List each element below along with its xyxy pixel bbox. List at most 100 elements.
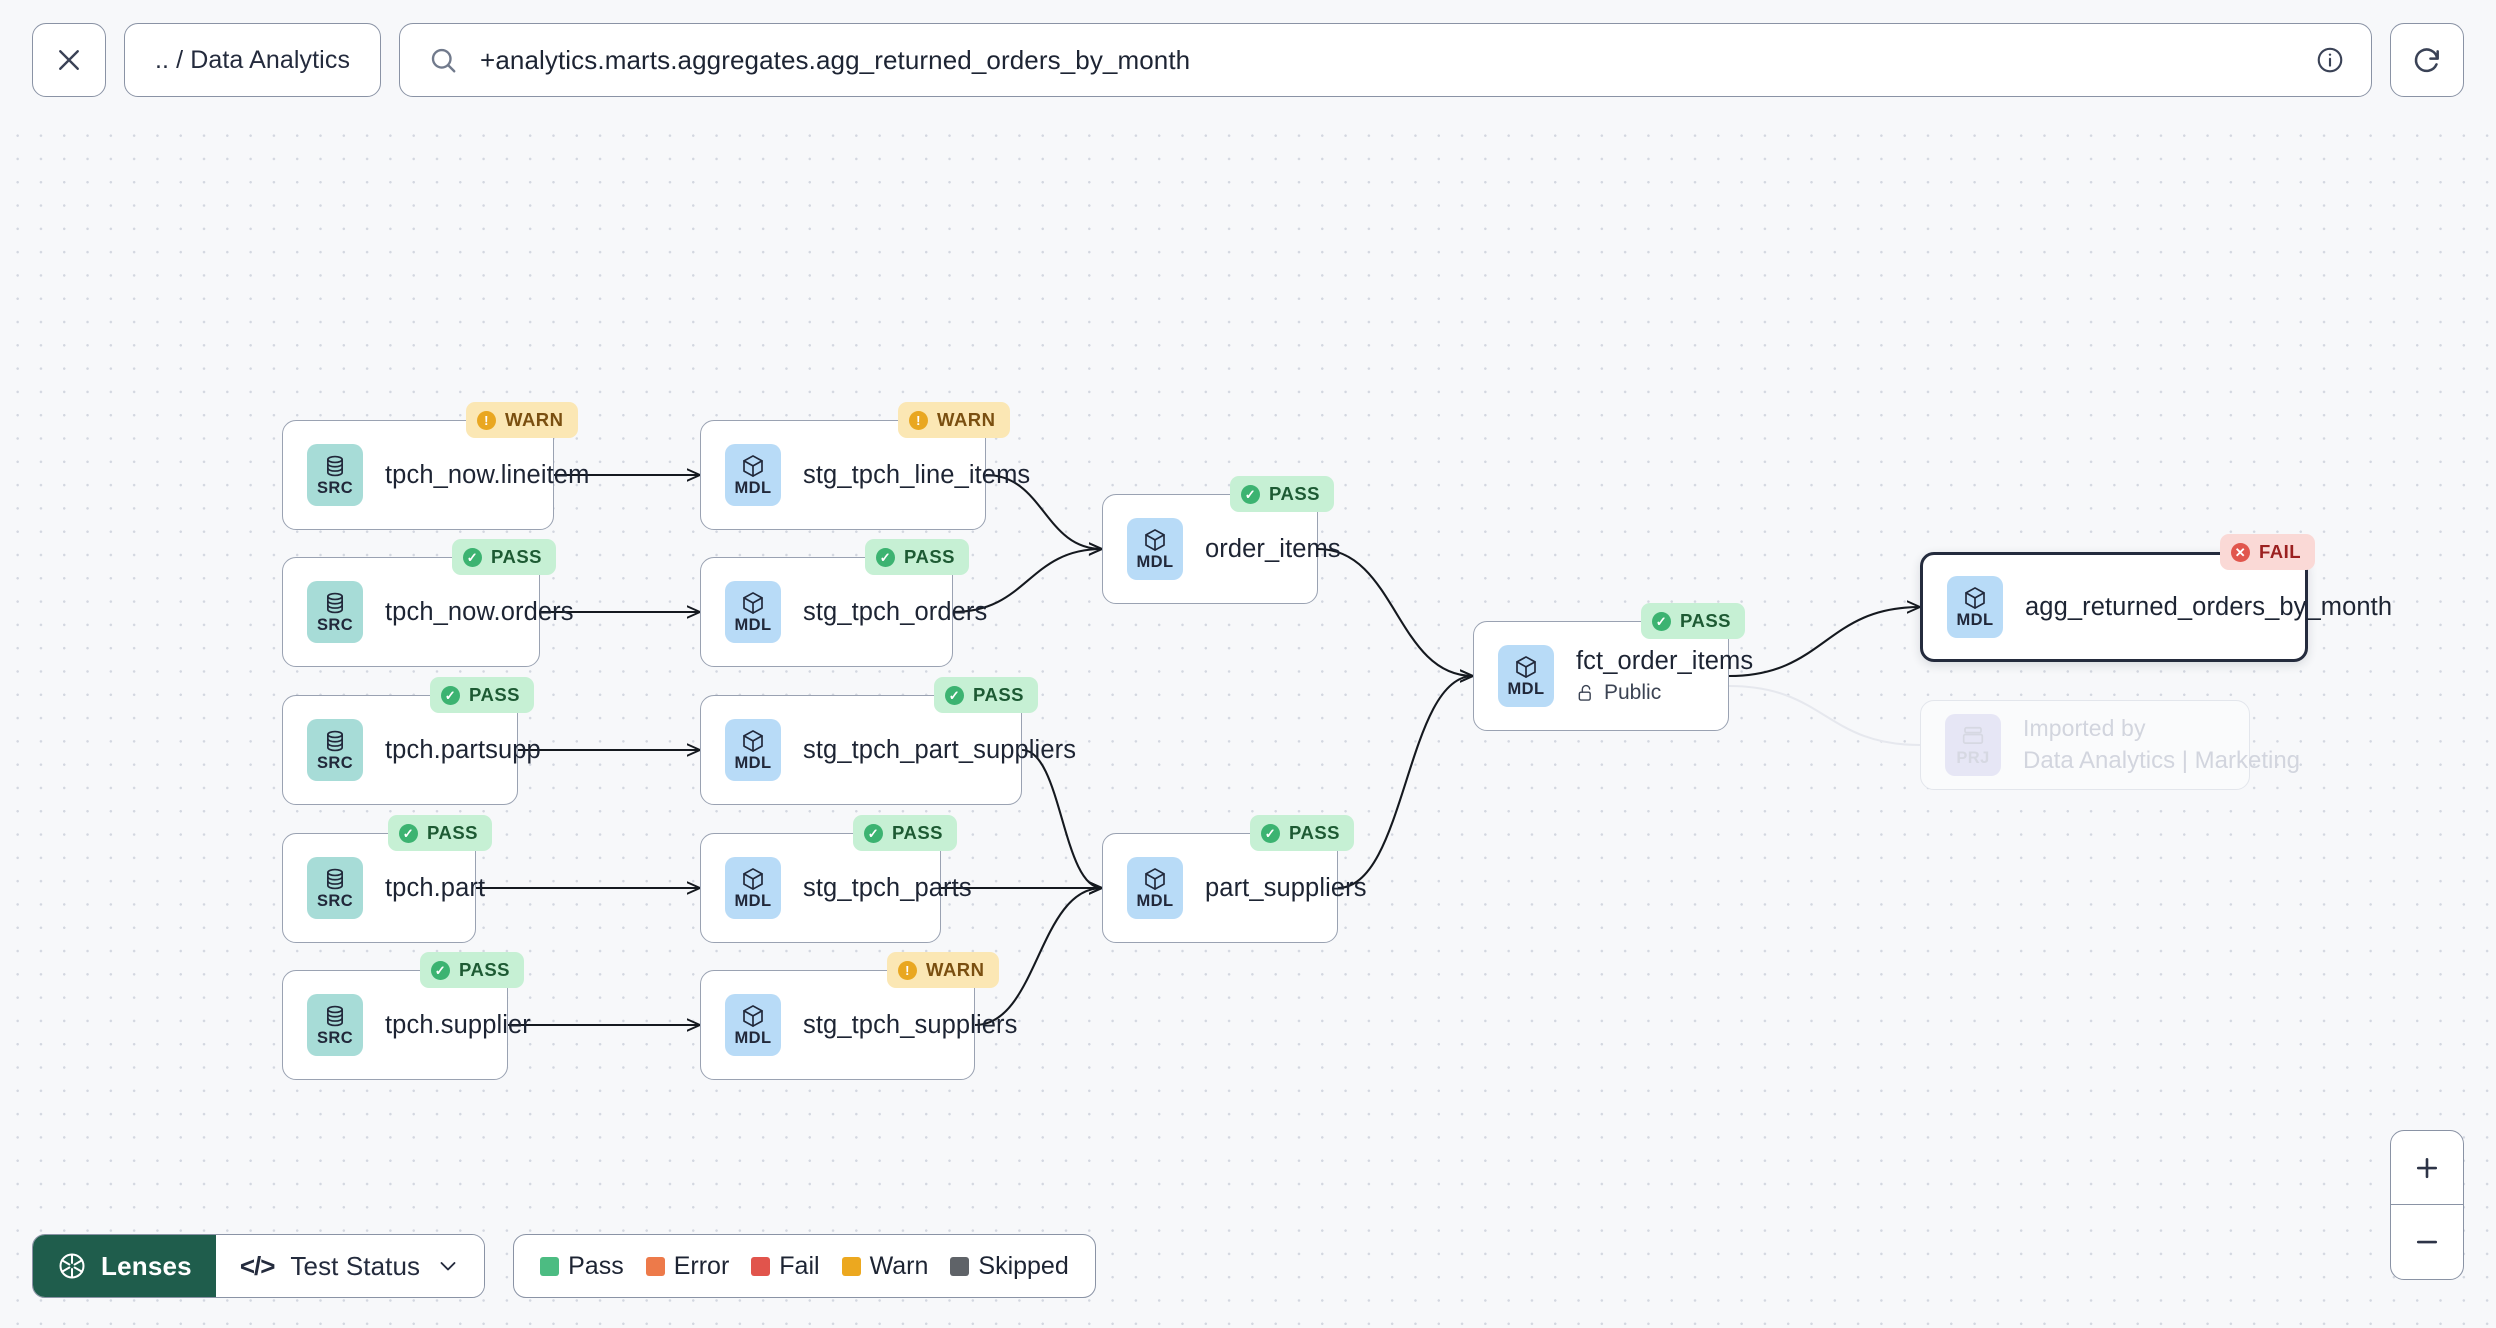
node-visibility-label: Public bbox=[1604, 681, 1662, 704]
status-badge-pass[interactable]: ✓PASS bbox=[853, 815, 958, 851]
chevron-down-icon bbox=[440, 1262, 456, 1271]
lenses-button[interactable]: Lenses bbox=[33, 1235, 216, 1297]
node-title: stg_tpch_suppliers bbox=[803, 1010, 1018, 1039]
status-badge-pass[interactable]: ✓PASS bbox=[1641, 603, 1746, 639]
status-badge-pass[interactable]: ✓ PASS bbox=[934, 677, 1039, 713]
node-title: tpch_now.lineitem bbox=[385, 460, 590, 489]
search-icon bbox=[431, 48, 456, 73]
status-dot-icon: ✓ bbox=[945, 685, 964, 705]
node-kind-badge-mdl: MDL bbox=[725, 994, 781, 1056]
status-badge-pass[interactable]: ✓PASS bbox=[1250, 815, 1355, 851]
cube-icon bbox=[1965, 587, 1985, 610]
node-kind-label: MDL bbox=[734, 892, 772, 911]
node-title: order_items bbox=[1205, 534, 1341, 563]
status-dot-icon: ✓ bbox=[1652, 611, 1671, 631]
status-badge-pass[interactable]: ✓PASS bbox=[388, 815, 493, 851]
status-badge-fail[interactable]: ✕FAIL bbox=[2220, 534, 2316, 570]
node-kind-label: SRC bbox=[316, 479, 354, 498]
status-label: PASS bbox=[1269, 483, 1321, 504]
plus-icon bbox=[2416, 1157, 2438, 1178]
node-kind-badge-mdl: MDL bbox=[1127, 857, 1183, 919]
node-title: agg_returned_orders_by_month bbox=[2025, 592, 2393, 621]
node-title: tpch.part bbox=[385, 873, 486, 902]
graph-node-tpch_partsupp[interactable]: SRC tpch.partsupp bbox=[282, 695, 541, 805]
breadcrumb-label: .. / Data Analytics bbox=[155, 45, 351, 74]
status-badge-warn[interactable]: !WARN bbox=[887, 952, 999, 988]
database-icon bbox=[327, 592, 343, 614]
status-label: FAIL bbox=[2259, 541, 2302, 562]
graph-node-agg_returned_orders_by_month[interactable]: MDL agg_returned_orders_by_month bbox=[1920, 552, 2393, 662]
database-icon bbox=[327, 455, 343, 477]
close-button[interactable] bbox=[32, 23, 106, 97]
status-badge-warn[interactable]: !WARN bbox=[466, 402, 578, 438]
node-text: part_suppliers bbox=[1205, 874, 1366, 903]
search-input[interactable]: +analytics.marts.aggregates.agg_returned… bbox=[399, 23, 2372, 97]
cube-icon bbox=[1516, 656, 1536, 679]
legend-item-fail[interactable]: Fail bbox=[751, 1252, 820, 1281]
legend-label: Warn bbox=[869, 1251, 929, 1280]
breadcrumb-button[interactable]: .. / Data Analytics bbox=[124, 23, 382, 97]
status-glyph: ✓ bbox=[444, 687, 457, 703]
node-kind-label: MDL bbox=[1136, 892, 1174, 911]
node-text: tpch_now.orders bbox=[385, 598, 574, 627]
legend-item-error[interactable]: Error bbox=[645, 1252, 729, 1281]
legend-item-skipped[interactable]: Skipped bbox=[950, 1252, 1069, 1281]
zoom-out-button[interactable] bbox=[2391, 1205, 2463, 1279]
graph-node-stg_tpch_suppliers[interactable]: MDL stg_tpch_suppliers bbox=[700, 970, 1018, 1080]
node-text: stg_tpch_line_items bbox=[803, 460, 1031, 490]
status-glyph: ✓ bbox=[948, 687, 961, 703]
legend-label: Pass bbox=[568, 1251, 624, 1280]
node-text: stg_tpch_suppliers bbox=[803, 1010, 1018, 1040]
lenses-group: Lenses </> Test Status bbox=[32, 1234, 486, 1298]
close-icon bbox=[59, 50, 79, 70]
lenses-label: Lenses bbox=[101, 1250, 192, 1281]
status-glyph: ✓ bbox=[1244, 486, 1257, 502]
status-dot-icon: ✓ bbox=[876, 547, 895, 567]
node-text: tpch.partsupp bbox=[385, 736, 541, 765]
status-badge-pass[interactable]: ✓PASS bbox=[452, 539, 557, 575]
node-kind-label: MDL bbox=[734, 616, 772, 635]
info-icon[interactable] bbox=[2315, 45, 2345, 75]
node-kind-badge-mdl: MDL bbox=[725, 857, 781, 919]
node-kind-label: MDL bbox=[734, 1029, 772, 1048]
test-status-dropdown[interactable]: </> Test Status bbox=[215, 1235, 485, 1297]
node-title: stg_tpch_line_items bbox=[803, 460, 1031, 489]
node-kind-label: MDL bbox=[734, 754, 772, 773]
database-icon bbox=[327, 730, 343, 752]
status-badge-pass[interactable]: ✓ PASS bbox=[1230, 476, 1335, 512]
status-badge-pass[interactable]: ✓PASS bbox=[430, 677, 535, 713]
refresh-button[interactable] bbox=[2390, 23, 2464, 97]
status-badge-warn[interactable]: !WARN bbox=[898, 402, 1010, 438]
legend-item-warn[interactable]: Warn bbox=[841, 1251, 929, 1281]
top-toolbar: .. / Data Analytics +analytics.marts.agg… bbox=[0, 0, 2496, 120]
graph-node-tpch_now_lineitem[interactable]: SRC tpch_now.lineitem bbox=[282, 420, 590, 530]
status-badge-pass[interactable]: ✓PASS bbox=[865, 539, 970, 575]
node-kind-badge-src: SRC bbox=[307, 719, 363, 781]
legend-item-pass[interactable]: Pass bbox=[540, 1252, 624, 1281]
zoom-in-button[interactable] bbox=[2391, 1131, 2463, 1205]
node-kind-badge-src: SRC bbox=[307, 994, 363, 1056]
graph-node-tpch_part[interactable]: SRC tpch.part bbox=[282, 833, 486, 943]
status-badge-pass[interactable]: ✓ PASS bbox=[420, 952, 525, 988]
legend-swatch bbox=[841, 1256, 861, 1276]
status-label: PASS bbox=[892, 822, 944, 843]
graph-node-part_suppliers[interactable]: MDL part_suppliers bbox=[1102, 833, 1366, 943]
imported-by-label: Imported by bbox=[2023, 715, 2146, 741]
minus-icon bbox=[2416, 1240, 2438, 1244]
node-kind-label: SRC bbox=[316, 892, 354, 911]
bottom-toolbar: Lenses </> Test Status Pass Error Fail Warn… bbox=[32, 1234, 1096, 1298]
status-dot-icon: ✓ bbox=[431, 960, 450, 980]
status-label: PASS bbox=[459, 959, 511, 980]
status-label: PASS bbox=[973, 684, 1025, 705]
node-kind-label: MDL bbox=[1956, 611, 1994, 630]
